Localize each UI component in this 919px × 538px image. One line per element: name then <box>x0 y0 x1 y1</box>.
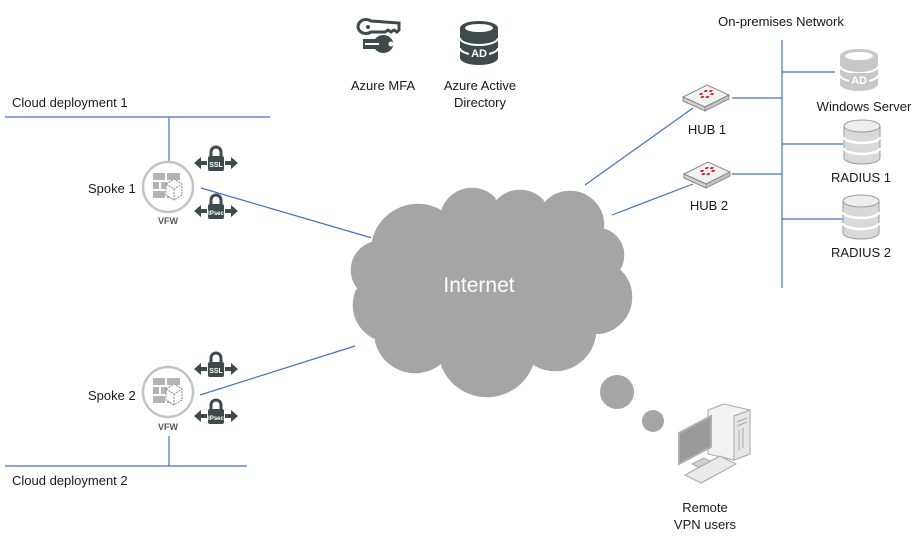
spoke-1-vfw-label: VFW <box>158 216 178 226</box>
spoke-1-vfw-icon <box>141 160 195 214</box>
spoke-2-ipsec-label: IPsec <box>208 416 224 422</box>
radius-2-database-icon <box>841 193 881 241</box>
windows-server-label: Windows Server <box>816 99 912 114</box>
internet-cloud-fill <box>351 189 632 396</box>
network-links <box>5 40 843 467</box>
azure-mfa-label: Azure MFA <box>350 78 416 93</box>
spoke-2-ssl-label: SSL <box>209 368 223 375</box>
internet-to-hub-2-link <box>611 183 694 216</box>
ad-badge: AD <box>471 48 487 60</box>
hub-1-fortigate-icon <box>682 84 730 112</box>
remote-users-label-line-1: Remote <box>682 500 728 515</box>
cloud-deployment-1-label: Cloud deployment 1 <box>12 95 128 110</box>
thought-bubble-small <box>642 410 664 432</box>
spoke-1-ipsec-label: IPsec <box>208 211 224 217</box>
radius-1-label: RADIUS 1 <box>831 170 891 185</box>
windows-server-ad-badge: AD <box>851 75 867 87</box>
spoke-1-label: Spoke 1 <box>88 181 136 196</box>
desktop-computer-icon <box>678 403 751 484</box>
spoke-2-to-internet-link <box>199 345 356 396</box>
hub-2-label: HUB 2 <box>689 198 729 213</box>
radius-2-label: RADIUS 2 <box>831 245 891 260</box>
spoke-2-label: Spoke 2 <box>88 388 136 403</box>
thought-bubble-large <box>600 375 634 409</box>
azure-ad-database-icon: AD <box>459 21 499 65</box>
spoke-2-vfw-label: VFW <box>158 422 178 432</box>
azure-ad-label-line-2: Directory <box>453 95 507 110</box>
keys-icon <box>356 18 401 53</box>
hub-2-fortigate-icon <box>683 161 731 189</box>
remote-users-label-line-2: VPN users <box>673 517 737 532</box>
hub-1-label: HUB 1 <box>687 122 727 137</box>
windows-server-icon: AD <box>839 49 879 91</box>
internet-to-hub-1-link <box>584 107 694 186</box>
onprem-network-title: On-premises Network <box>718 14 844 29</box>
internet-label: Internet <box>443 274 515 297</box>
spoke-2-vfw-icon <box>141 365 195 419</box>
cloud-deployment-2-label: Cloud deployment 2 <box>12 473 128 488</box>
radius-1-database-icon <box>842 118 882 166</box>
azure-ad-label-line-1: Azure Active <box>443 78 517 93</box>
spoke-1-ssl-label: SSL <box>209 162 223 169</box>
spoke-1-to-internet-link <box>200 187 373 239</box>
